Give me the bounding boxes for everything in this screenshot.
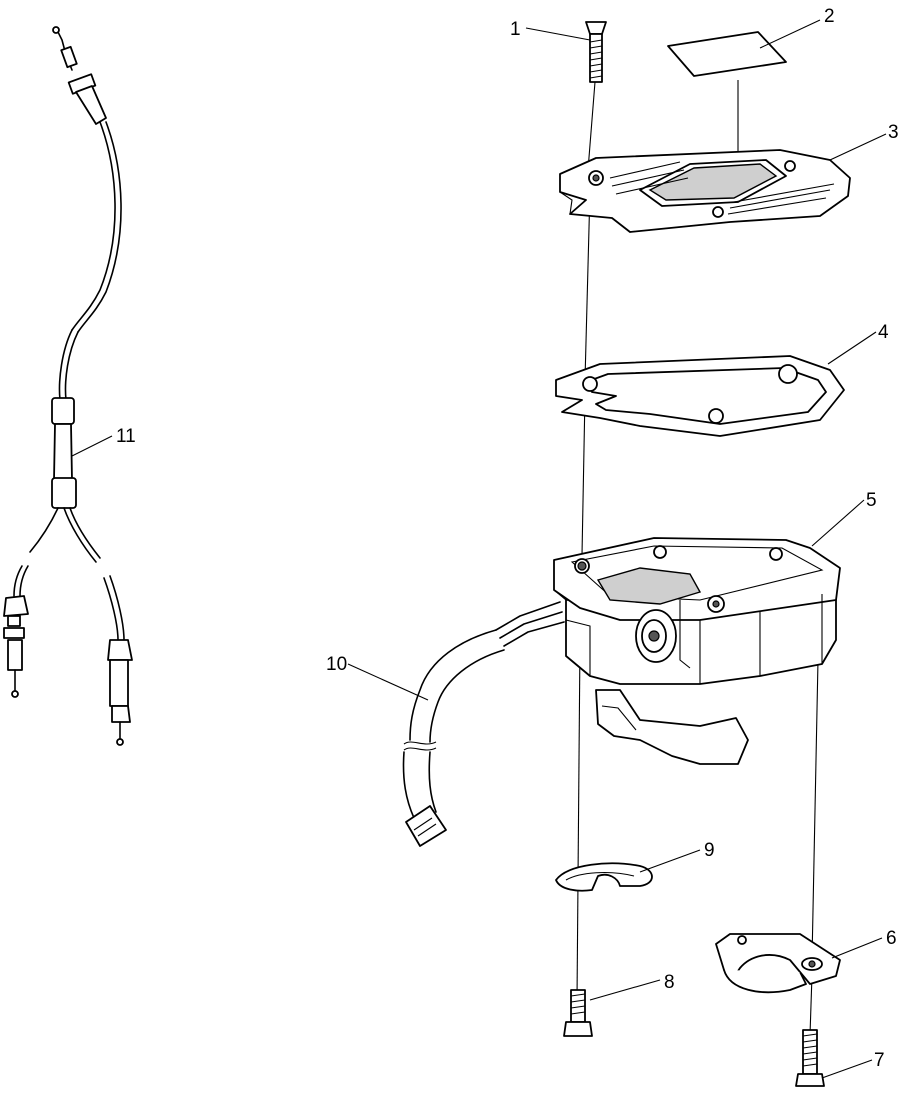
label-7: 7	[874, 1050, 885, 1071]
leader-lines	[71, 19, 887, 1079]
label-9: 9	[704, 840, 715, 861]
label-3: 3	[888, 122, 899, 143]
label-1: 1	[510, 19, 521, 40]
gasket	[555, 355, 845, 437]
label-5: 5	[866, 490, 877, 511]
label-2: 2	[824, 6, 835, 27]
clamp-screw	[795, 1029, 825, 1087]
label-10: 10	[326, 654, 347, 675]
label-4: 4	[878, 322, 889, 343]
top-screw	[585, 21, 607, 83]
wire-harness	[402, 601, 565, 847]
handlebar-clamp	[715, 933, 841, 994]
label-11: 11	[116, 426, 136, 447]
label-6: 6	[886, 928, 897, 949]
bottom-screw	[563, 989, 593, 1037]
alignment-lines	[576, 80, 819, 1036]
throttle-housing	[553, 537, 841, 765]
callout-labels: 1 2 3 4 5 6 7 8 9 10 11	[116, 6, 899, 1071]
label-8: 8	[664, 972, 675, 993]
cover-plate	[559, 149, 851, 233]
retaining-clip	[555, 862, 653, 892]
decal	[667, 31, 787, 77]
throttle-cable	[3, 26, 133, 746]
